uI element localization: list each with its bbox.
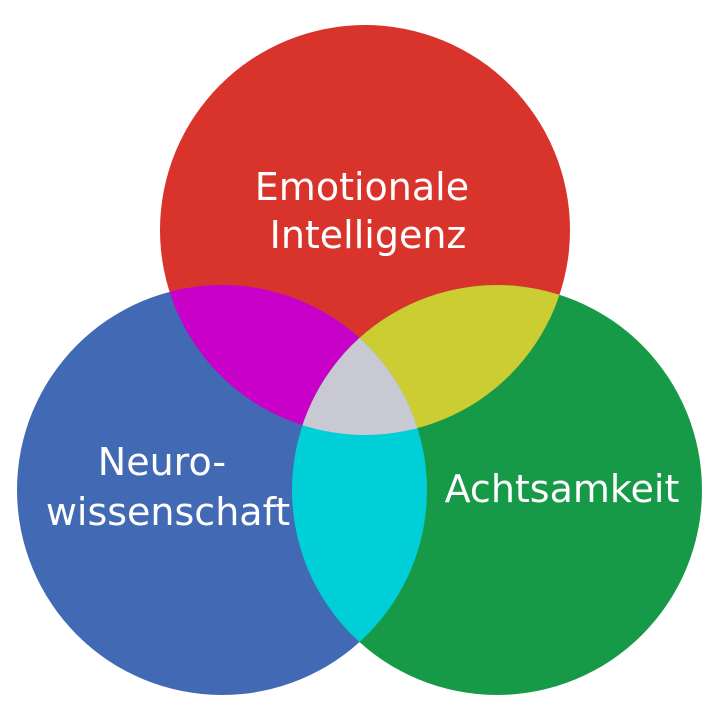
overlap-all [292, 285, 427, 435]
label-achtsamkeit: Achtsamkeit [445, 467, 680, 511]
label-emotionale-intelligenz: Emotionale Intelligenz [255, 165, 481, 257]
label-neurowissenschaft: Neuro- wissenschaft [46, 440, 290, 534]
